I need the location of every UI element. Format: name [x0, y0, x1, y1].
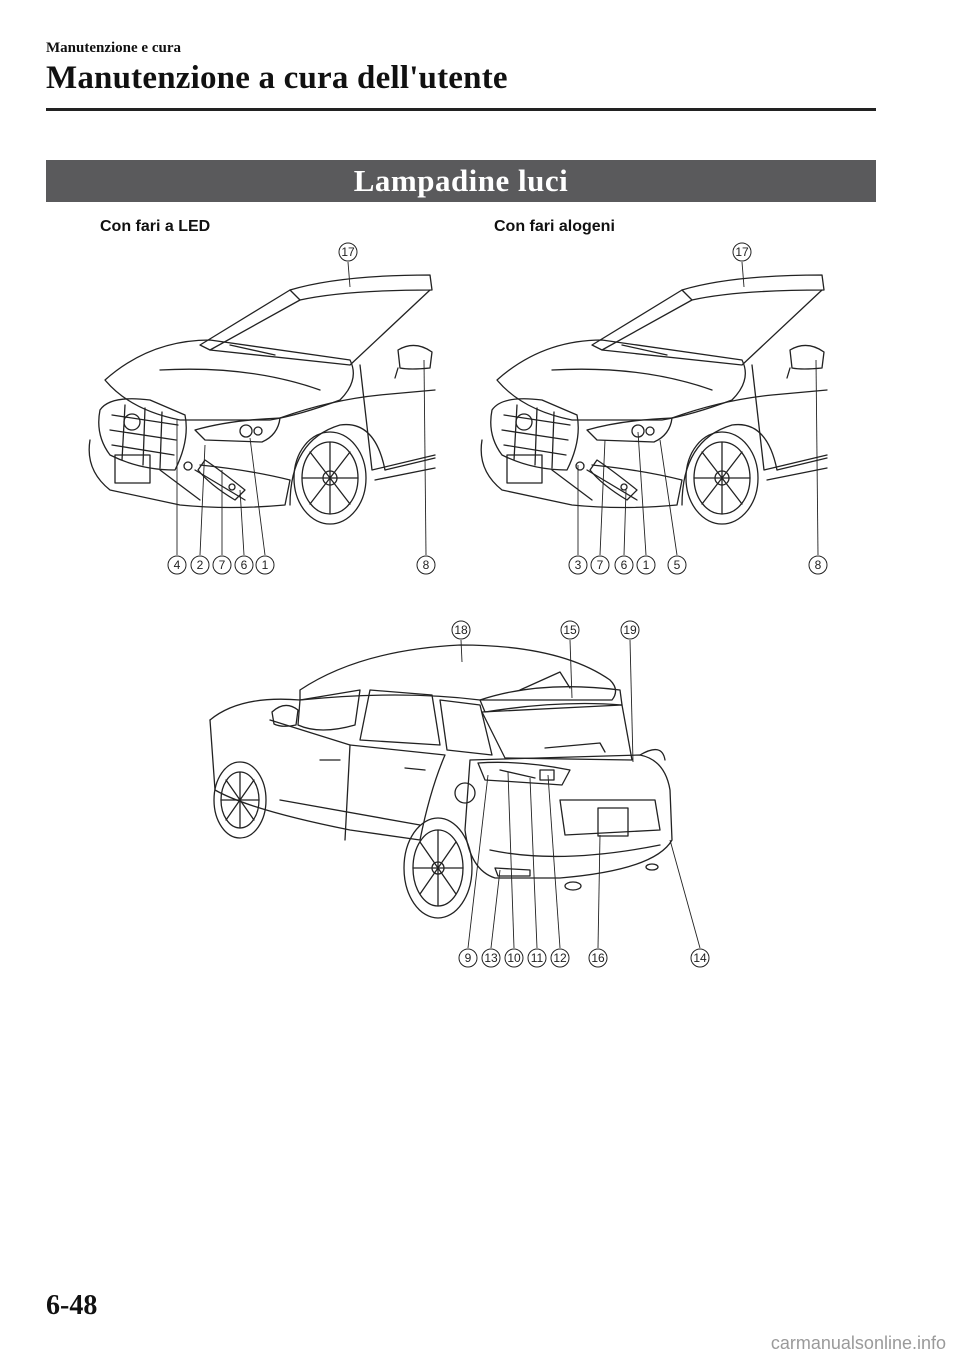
svg-text:17: 17: [735, 245, 749, 259]
led-leader-lines: [176, 261, 427, 556]
led-callout-4: 4: [167, 555, 187, 575]
rear-leader-lines: [460, 639, 701, 949]
halogen-callout-8: 8: [808, 555, 828, 575]
svg-text:5: 5: [674, 558, 681, 572]
led-caption: Con fari a LED: [100, 218, 211, 235]
rear-callout-9: 9: [458, 948, 478, 968]
rear-callout-15: 15: [560, 620, 580, 640]
halogen-callout-1: 1: [636, 555, 656, 575]
svg-text:7: 7: [597, 558, 604, 572]
watermark: carmanualsonline.info: [770, 1333, 946, 1353]
svg-text:1: 1: [262, 558, 269, 572]
svg-text:2: 2: [197, 558, 204, 572]
section-banner: Lampadine luci: [46, 160, 876, 202]
title-divider: [46, 108, 876, 111]
svg-text:11: 11: [531, 951, 544, 965]
rear-callout-12: 12: [550, 948, 570, 968]
halogen-callout-3: 3: [568, 555, 588, 575]
svg-text:15: 15: [563, 623, 577, 637]
svg-text:13: 13: [484, 951, 498, 965]
led-callout-17: 17: [338, 242, 358, 262]
halogen-leader-lines: [577, 261, 819, 556]
halogen-callout-5: 5: [667, 555, 687, 575]
led-callout-6: 6: [234, 555, 254, 575]
svg-text:12: 12: [553, 951, 567, 965]
svg-text:7: 7: [219, 558, 226, 572]
led-callout-2: 2: [190, 555, 210, 575]
front-car-halogen-illustration: [480, 274, 828, 525]
led-callout-7: 7: [212, 555, 232, 575]
rear-callout-10: 10: [504, 948, 524, 968]
svg-text:4: 4: [174, 558, 181, 572]
rear-callout-13: 13: [481, 948, 501, 968]
svg-text:17: 17: [341, 245, 355, 259]
svg-text:8: 8: [815, 558, 822, 572]
svg-text:3: 3: [575, 558, 582, 572]
svg-text:10: 10: [507, 951, 521, 965]
svg-text:1: 1: [643, 558, 650, 572]
rear-callout-11: 11: [527, 948, 547, 968]
rear-callout-16: 16: [588, 948, 608, 968]
rear-callout-19: 19: [620, 620, 640, 640]
halogen-caption: Con fari alogeni: [494, 218, 615, 235]
front-car-led-illustration: [88, 274, 436, 525]
halogen-callout-6: 6: [614, 555, 634, 575]
svg-text:6: 6: [621, 558, 628, 572]
led-callout-1: 1: [255, 555, 275, 575]
svg-text:16: 16: [591, 951, 605, 965]
svg-text:14: 14: [693, 951, 707, 965]
rear-car-illustration: [209, 644, 673, 919]
page-number: 6-48: [46, 1290, 98, 1321]
halogen-callout-7: 7: [590, 555, 610, 575]
svg-text:9: 9: [465, 951, 472, 965]
svg-text:6: 6: [241, 558, 248, 572]
section-label: Manutenzione e cura: [46, 40, 181, 56]
led-callout-8: 8: [416, 555, 436, 575]
halogen-callout-17: 17: [732, 242, 752, 262]
rear-callout-14: 14: [690, 948, 710, 968]
page-title: Manutenzione a cura dell'utente: [46, 60, 508, 96]
svg-text:8: 8: [423, 558, 430, 572]
rear-callout-18: 18: [451, 620, 471, 640]
svg-text:19: 19: [623, 623, 637, 637]
svg-text:18: 18: [454, 623, 468, 637]
